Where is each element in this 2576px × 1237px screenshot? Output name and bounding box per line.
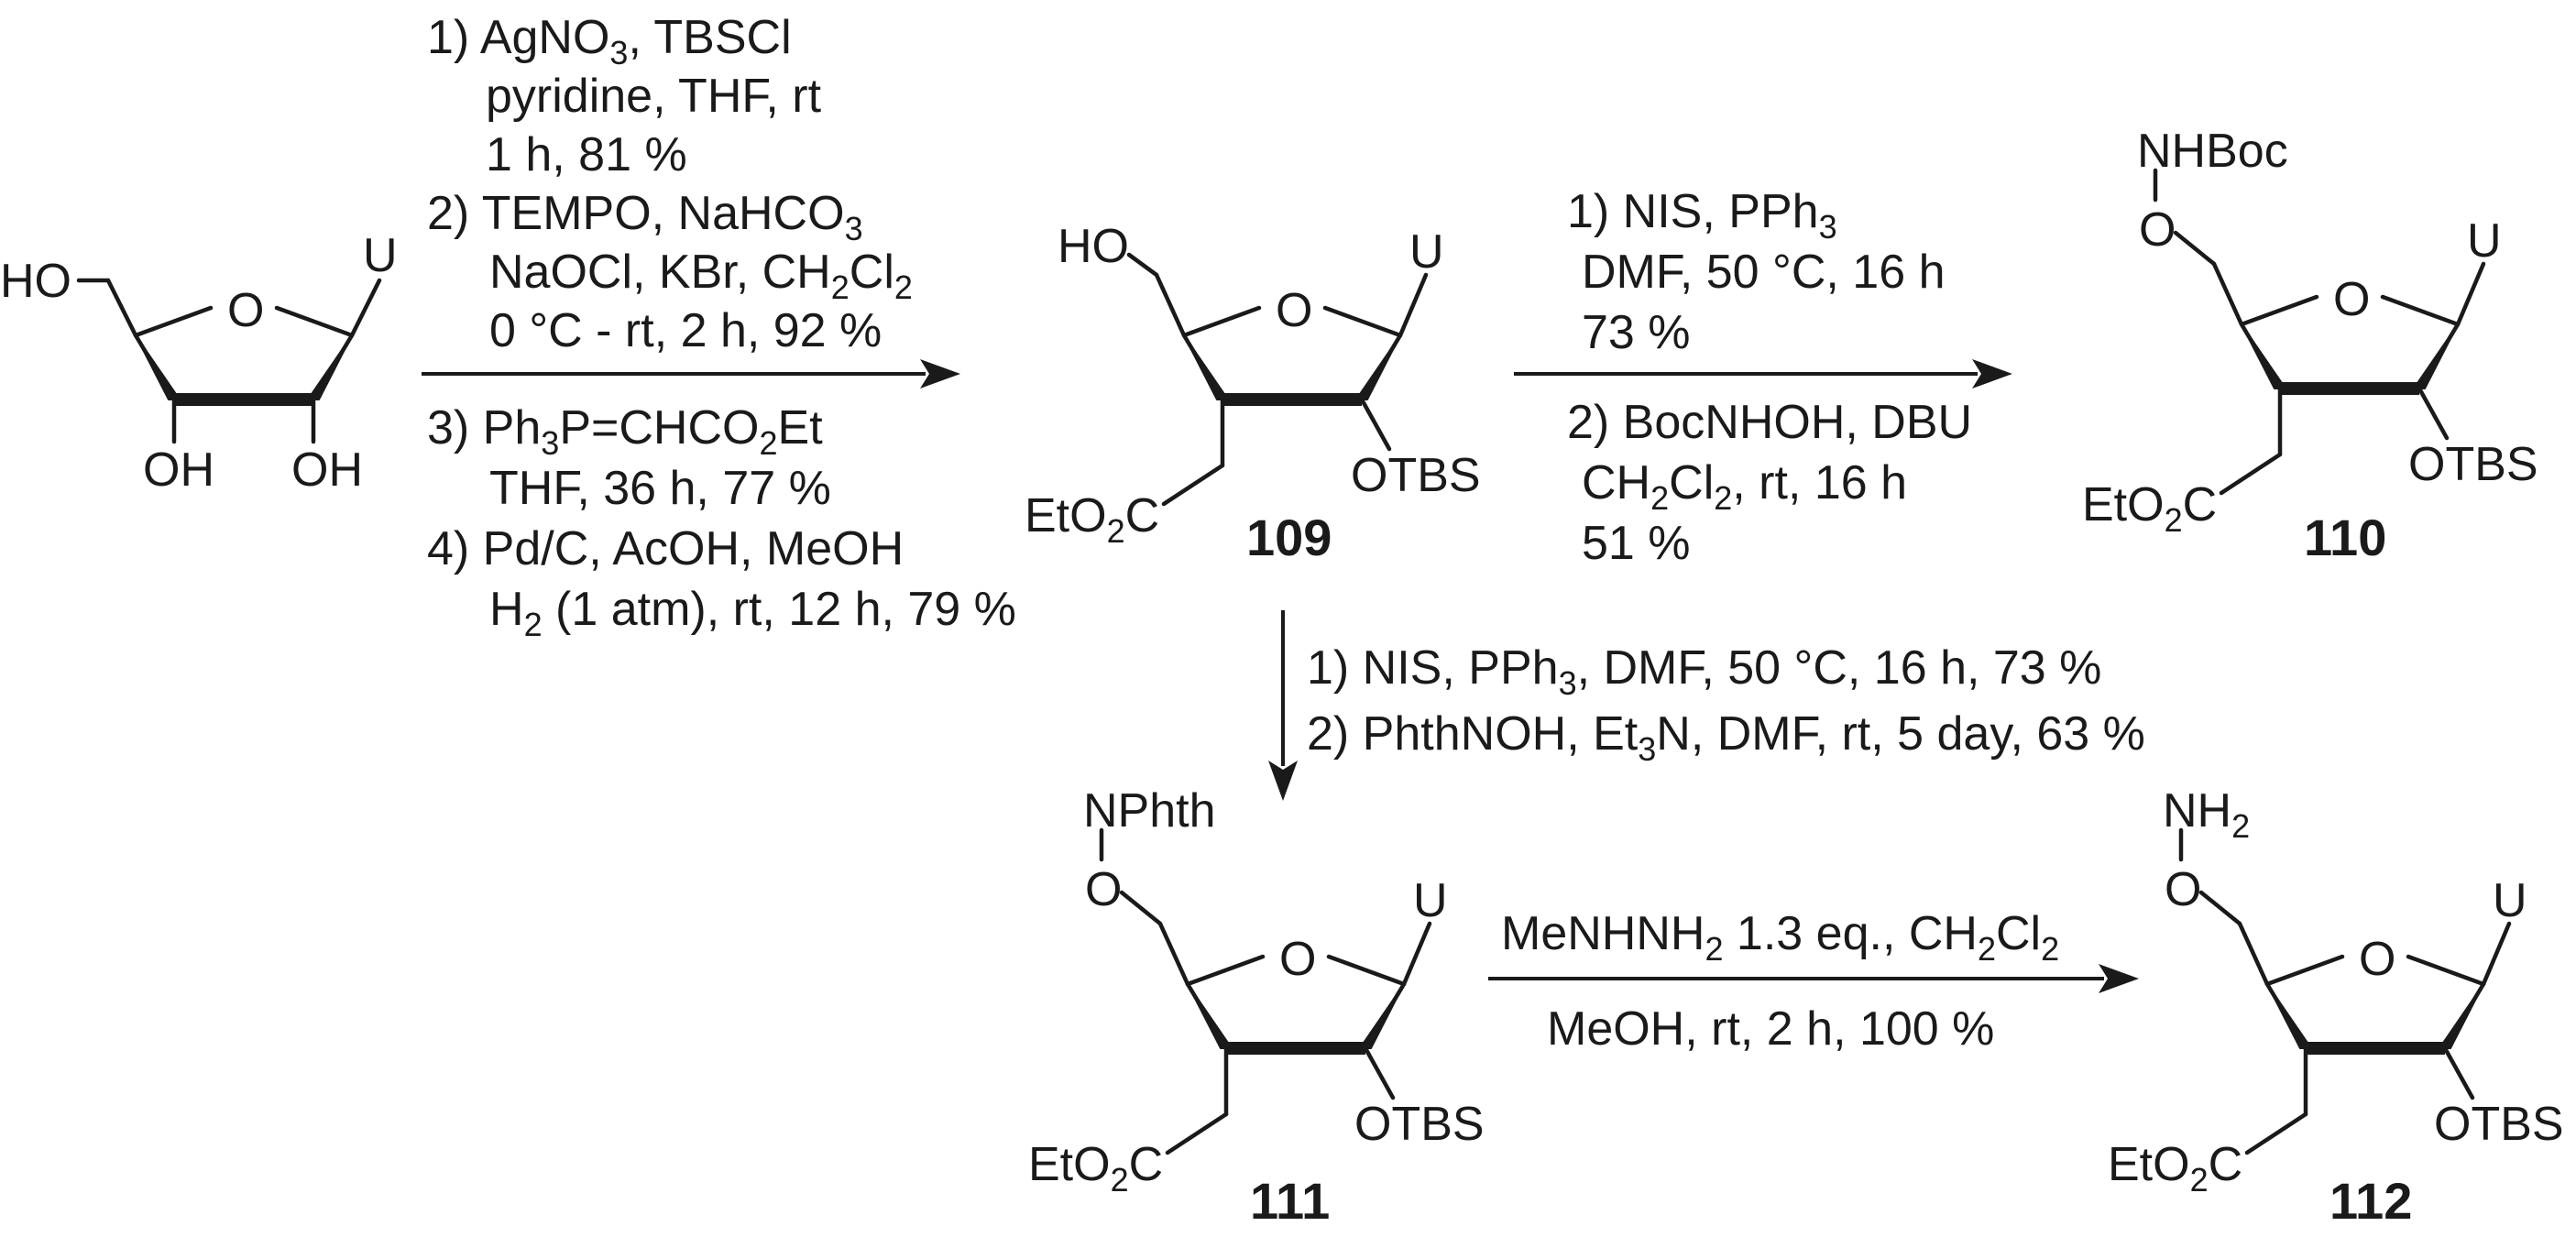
- ester-label: EtO: [2082, 478, 2165, 531]
- otbs-label: OTBS: [2408, 438, 2538, 491]
- ester-label: EtO: [1028, 1138, 1111, 1191]
- compound-110: O U O NHBoc OTBS EtO2C 110: [2082, 125, 2538, 566]
- ring-oxygen: O: [227, 284, 264, 337]
- ring-oxygen: O: [1279, 933, 1316, 986]
- step2-line4: 2) BocNHOH, DBU: [1567, 396, 1972, 449]
- svg-text:MeNHNH2 1.3 eq., CH2Cl2: MeNHNH2 1.3 eq., CH2Cl2: [1501, 907, 2059, 968]
- svg-text:NaOCl, KBr, CH2Cl2: NaOCl, KBr, CH2Cl2: [489, 246, 913, 306]
- uracil-label: U: [2467, 214, 2502, 268]
- step2-line2: DMF, 50 °C, 16 h: [1582, 246, 1946, 299]
- svg-text:CH2Cl2, rt, 16 h: CH2Cl2, rt, 16 h: [1582, 456, 1907, 517]
- compound-number: 109: [1246, 509, 1332, 566]
- step1-line6: 0 °C - rt, 2 h, 92 %: [489, 304, 882, 357]
- svg-text:EtO2C: EtO2C: [1025, 489, 1159, 550]
- ring-oxygen: O: [2333, 273, 2370, 326]
- svg-text:1) NIS, PPh3: 1) NIS, PPh3: [1567, 185, 1837, 246]
- compound-number: 110: [2304, 509, 2386, 566]
- uracil-label: U: [363, 229, 398, 282]
- svg-text:3) Ph3P=CHCO2Et: 3) Ph3P=CHCO2Et: [427, 401, 823, 462]
- ester-label: EtO: [2108, 1138, 2190, 1191]
- otbs-label: OTBS: [2434, 1098, 2564, 1151]
- compound-112: O U O NH2 OTBS EtO2C 112: [2108, 784, 2564, 1230]
- nh2-label: NH: [2163, 784, 2231, 837]
- compound-109: O U HO OTBS EtO2C 109: [1025, 220, 1481, 566]
- step2: 1) NIS, PPh3 DMF, 50 °C, 16 h 73 % 2) Bo…: [1514, 185, 2012, 570]
- step2-line6: 51 %: [1582, 517, 1691, 570]
- c5-hydroxyl: HO: [1058, 220, 1129, 273]
- step4-line2: MeOH, rt, 2 h, 100 %: [1547, 1002, 1994, 1056]
- compound-111: O U O NPhth OTBS EtO2C 111: [1028, 784, 1485, 1230]
- nphth-label: NPhth: [1083, 784, 1216, 837]
- ester-label: EtO: [1025, 489, 1107, 542]
- ring-oxygen: O: [1276, 284, 1312, 337]
- starting-material: O U HO OH OH: [0, 229, 398, 497]
- nhboc-label: NHBoc: [2137, 125, 2288, 178]
- ring-oxygen: O: [2359, 933, 2395, 986]
- c3-hydroxyl: OH: [143, 443, 214, 497]
- step2-line3: 73 %: [1582, 306, 1691, 359]
- step1-line2: pyridine, THF, rt: [486, 70, 822, 123]
- compound-number: 112: [2329, 1172, 2412, 1230]
- step3: 1) NIS, PPh3, DMF, 50 °C, 16 h, 73 % 2) …: [1268, 610, 2145, 801]
- compound-number: 111: [1250, 1172, 1330, 1230]
- uracil-label: U: [2493, 874, 2527, 927]
- step1: 1) AgNO3, TBSCl pyridine, THF, rt 1 h, 8…: [422, 11, 1016, 643]
- step1-line3: 1 h, 81 %: [486, 128, 687, 181]
- uracil-label: U: [1413, 874, 1448, 927]
- c2-hydroxyl: OH: [291, 443, 363, 497]
- svg-text:H2 (1 atm), rt, 12 h, 79 %: H2 (1 atm), rt, 12 h, 79 %: [489, 583, 1016, 643]
- otbs-label: OTBS: [1354, 1098, 1485, 1151]
- c5-hydroxyl: HO: [0, 255, 71, 308]
- svg-text:EtO2C: EtO2C: [1028, 1138, 1163, 1199]
- svg-text:1) AgNO3, TBSCl: 1) AgNO3, TBSCl: [427, 11, 792, 71]
- uracil-label: U: [1409, 225, 1444, 279]
- svg-text:EtO2C: EtO2C: [2082, 478, 2217, 539]
- o-link: O: [2139, 203, 2176, 257]
- svg-text:NH2: NH2: [2163, 784, 2250, 845]
- svg-text:2) TEMPO, NaHCO3: 2) TEMPO, NaHCO3: [427, 187, 863, 247]
- svg-text:1) NIS, PPh3, DMF, 50 °C, 16: 1) NIS, PPh3, DMF, 50 °C, 16 h, 73 %: [1307, 641, 2101, 702]
- step1-line8: THF, 36 h, 77 %: [489, 462, 831, 515]
- svg-text:EtO2C: EtO2C: [2108, 1138, 2242, 1199]
- o-link: O: [1085, 863, 1122, 916]
- step4: MeNHNH2 1.3 eq., CH2Cl2 MeOH, rt, 2 h, 1…: [1488, 907, 2139, 1056]
- o-link: O: [2165, 863, 2201, 916]
- svg-text:2) PhthNOH, Et3N, DMF, rt, 5: 2) PhthNOH, Et3N, DMF, rt, 5 day, 63 %: [1307, 707, 2145, 768]
- step1-line9: 4) Pd/C, AcOH, MeOH: [427, 522, 904, 575]
- otbs-label: OTBS: [1351, 449, 1481, 502]
